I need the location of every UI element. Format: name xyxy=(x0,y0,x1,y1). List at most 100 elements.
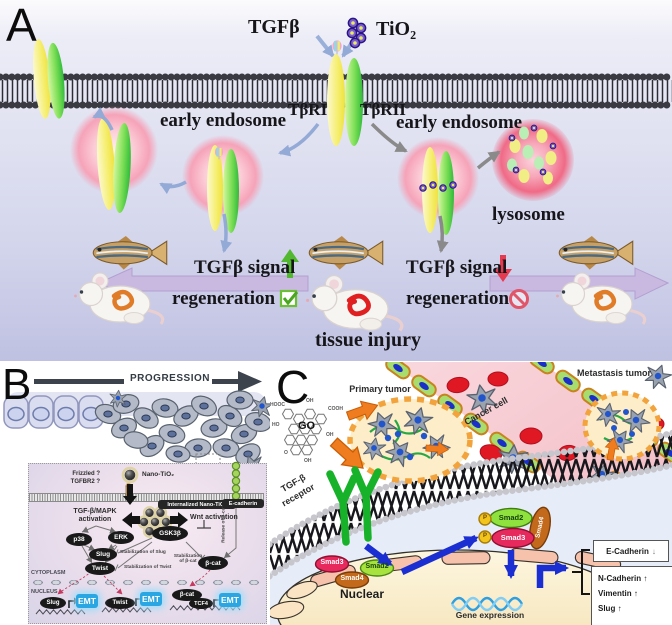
phospho-p2: P xyxy=(482,533,487,539)
bcat-node: β-cat xyxy=(198,556,228,570)
erk-node: ERK xyxy=(108,531,134,544)
panel-c: C Primary tumor Metastasis tumor Cancer … xyxy=(270,362,672,625)
wnt-branch-arrow xyxy=(170,512,188,528)
smad4-label: Smad4 xyxy=(340,575,364,582)
go-oh-top-label: OH xyxy=(306,398,314,404)
slug-row: Slug ↑ xyxy=(598,601,672,616)
gene-slug-node: Slug xyxy=(40,597,66,609)
e-cadherin-chain xyxy=(231,461,241,501)
primary-tumor-label: Primary tumor xyxy=(349,384,411,394)
vimentin-label: Vimentin xyxy=(598,589,632,599)
tio2-cluster-icon xyxy=(347,18,365,47)
go-oh-bottom-label: OH xyxy=(304,458,312,464)
up-arrow-icon-1: ↑ xyxy=(643,574,648,583)
go-cooh-label: COOH xyxy=(328,406,343,412)
phospho-p1: P xyxy=(482,515,487,521)
tbrii-label: TβRII xyxy=(360,100,406,119)
complex-smad3-label: Smad3 xyxy=(500,533,526,542)
regeneration-left-label: regeneration xyxy=(172,288,276,309)
panel-b-nuclear-membrane xyxy=(30,578,263,587)
smad-proteins xyxy=(314,555,395,589)
zebrafish-right xyxy=(558,234,634,271)
gene-tcf4-node: TCF4 xyxy=(189,598,213,609)
go-ho-label: HO xyxy=(272,422,280,428)
up-arrow-icon-2: ↑ xyxy=(633,589,638,599)
graphene-oxide-lattice xyxy=(282,408,327,456)
panel-a-art xyxy=(0,0,672,361)
go-label: GO xyxy=(298,420,316,432)
vimentin-row: Vimentin ↑ xyxy=(598,586,672,601)
emt-box-2: EMT xyxy=(140,592,162,606)
nuclear-label: Nuclear xyxy=(340,587,385,601)
internalization-arrow xyxy=(123,484,137,505)
progression-arrow xyxy=(34,371,262,392)
down-arrow-icon: ↓ xyxy=(651,546,656,556)
mapk-branch-arrow xyxy=(122,512,140,528)
ecadherin-marker-label: E-Cadherin xyxy=(606,546,649,556)
complex-smad2-label: Smad2 xyxy=(498,513,524,522)
ncadherin-label: N-Cadherin xyxy=(598,574,642,583)
tissue-injury-label: tissue injury xyxy=(314,329,422,351)
progression-label: PROGRESSION xyxy=(130,373,210,384)
tbri-label: TβRI xyxy=(288,100,328,119)
signal-down-arrow-icon xyxy=(494,255,512,282)
tgfb-signal-left-label: TGFβ signal xyxy=(194,257,296,278)
p38-node: p38 xyxy=(66,533,92,546)
go-o-label: O xyxy=(284,450,288,456)
tgfb-ligand-icon xyxy=(330,39,344,56)
zebrafish-left xyxy=(92,234,168,271)
cytoplasm-label: CYTOPLASM xyxy=(31,570,66,576)
emt-box-1: EMT xyxy=(76,594,98,608)
check-icon xyxy=(279,289,299,308)
zebrafish-center xyxy=(308,234,384,271)
frizzled-label: Frizzled ? xyxy=(72,471,100,477)
signal-up-arrow-icon xyxy=(281,249,299,278)
up-arrow-icon-3: ↑ xyxy=(617,604,622,614)
smad2-label: Smad2 xyxy=(365,563,389,570)
panel-a: A TGFβ TiO₂ TβRI TβRII early endosome ea… xyxy=(0,0,672,361)
panel-c-art xyxy=(270,362,672,625)
receptor-tbri-tbrii xyxy=(327,39,363,146)
marker-bracket xyxy=(572,549,590,595)
release-bcat-label: Release of β-cat xyxy=(221,506,227,543)
panel-b-letter: B xyxy=(2,360,32,409)
lysosome-label: lysosome xyxy=(492,204,565,225)
tio2-label: TiO₂ xyxy=(376,18,417,40)
panel-c-letter: C xyxy=(276,362,310,413)
smad-complex xyxy=(478,506,551,550)
tgfb-label: TGFβ xyxy=(248,16,300,38)
smad3-label: Smad3 xyxy=(320,559,344,566)
tgfb-signal-right-label: TGFβ signal xyxy=(406,257,508,278)
slug-label: Slug xyxy=(598,604,616,614)
endosome-recycling xyxy=(70,106,158,213)
nucleus-label: NUCLEUS xyxy=(31,589,58,595)
metastasis-tumor-label: Metastasis tumor xyxy=(576,368,652,378)
receptor-recycled xyxy=(33,39,65,119)
mesenchymal-cell-cluster xyxy=(94,389,270,483)
tgfb-receptor-icon xyxy=(326,466,382,546)
go-oh-right-label: OH xyxy=(326,432,334,438)
wnt-activation-label: Wnt activation xyxy=(190,514,238,521)
slug-node: Slug xyxy=(89,548,117,561)
internalized-nano-tio2-badge: Internalized Nano-TiO₂ xyxy=(158,500,236,509)
trafficking-arrows-blue xyxy=(92,107,320,253)
nano-tio2-particle xyxy=(121,466,139,484)
early-endosome-right xyxy=(397,137,479,235)
panel-b-membrane xyxy=(29,493,264,502)
prohibited-icon xyxy=(509,289,529,309)
tgfbr2-label: TGFBR2 ? xyxy=(70,479,100,485)
primary-tumor xyxy=(347,396,473,484)
gene-expression-label: Gene expression xyxy=(455,610,525,620)
gene-twist-node: Twist xyxy=(105,597,135,609)
regeneration-right-label: regeneration xyxy=(406,288,510,309)
ecadherin-marker-box: E-Cadherin ↓ xyxy=(593,540,669,562)
signaling-arrows xyxy=(364,535,569,588)
early-endosome-left-label: early endosome xyxy=(160,110,287,131)
dna-helix xyxy=(450,596,524,612)
panel-b-art xyxy=(3,371,270,483)
panel-a-letter: A xyxy=(6,0,37,51)
metastasis-tumor xyxy=(582,390,662,462)
early-endosome-left xyxy=(182,135,264,233)
gsk3b-node: GSK3β xyxy=(152,526,188,541)
